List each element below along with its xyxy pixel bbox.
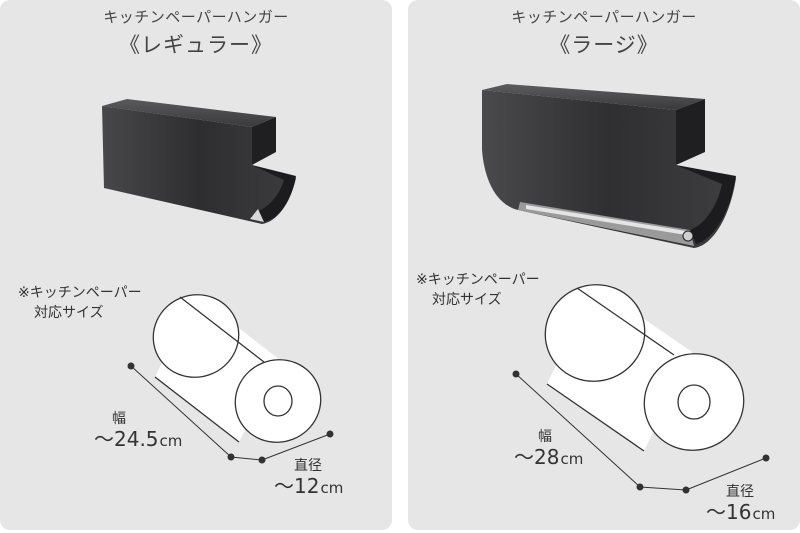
note-line-2: 対応サイズ [432, 292, 502, 308]
panel-title: キッチンペーパーハンガー 《ラージ》 [408, 6, 800, 59]
width-dimension: 幅 ～24.5cm [94, 412, 182, 449]
dimension-lines-regular [127, 362, 334, 464]
panel-large: キッチンペーパーハンガー 《ラージ》 [408, 0, 800, 530]
product-name: キッチンペーパーハンガー [511, 8, 697, 26]
variant-name: 《ラージ》 [549, 33, 659, 57]
hanger-large [482, 84, 736, 248]
regular-illustration [102, 99, 334, 464]
diameter-unit: cm [752, 505, 776, 523]
diameter-dimension: 直径 ～12cm [274, 459, 343, 496]
width-unit: cm [159, 432, 183, 450]
width-value: ～24.5 [94, 427, 159, 451]
diameter-dimension: 直径 ～16cm [706, 485, 775, 522]
paper-roll-large [544, 284, 745, 452]
width-dimension: 幅 ～28cm [514, 430, 583, 467]
diameter-value: ～16 [706, 500, 752, 524]
note-line-1: ※キッチンペーパー [416, 272, 540, 288]
panel-title: キッチンペーパーハンガー 《レギュラー》 [0, 6, 392, 59]
product-name: キッチンペーパーハンガー [103, 8, 289, 26]
width-label: 幅 [112, 411, 126, 427]
variant-name: 《レギュラー》 [119, 33, 273, 57]
size-note: ※キッチンペーパー 対応サイズ [416, 270, 540, 310]
note-line-2: 対応サイズ [34, 305, 104, 321]
diameter-unit: cm [320, 479, 344, 497]
diameter-label: 直径 [726, 484, 754, 500]
hanger-regular [102, 99, 296, 224]
note-line-1: ※キッチンペーパー [18, 285, 142, 301]
diameter-label: 直径 [294, 458, 322, 474]
width-label: 幅 [538, 429, 552, 445]
width-unit: cm [560, 450, 584, 468]
width-value: ～28 [514, 445, 560, 469]
size-note: ※キッチンペーパー 対応サイズ [18, 283, 142, 323]
paper-roll-regular [152, 294, 322, 443]
diameter-value: ～12 [274, 474, 320, 498]
panel-regular: キッチンペーパーハンガー 《レギュラー》 [0, 0, 392, 530]
large-illustration [482, 84, 770, 494]
dimension-lines-large [512, 370, 770, 494]
